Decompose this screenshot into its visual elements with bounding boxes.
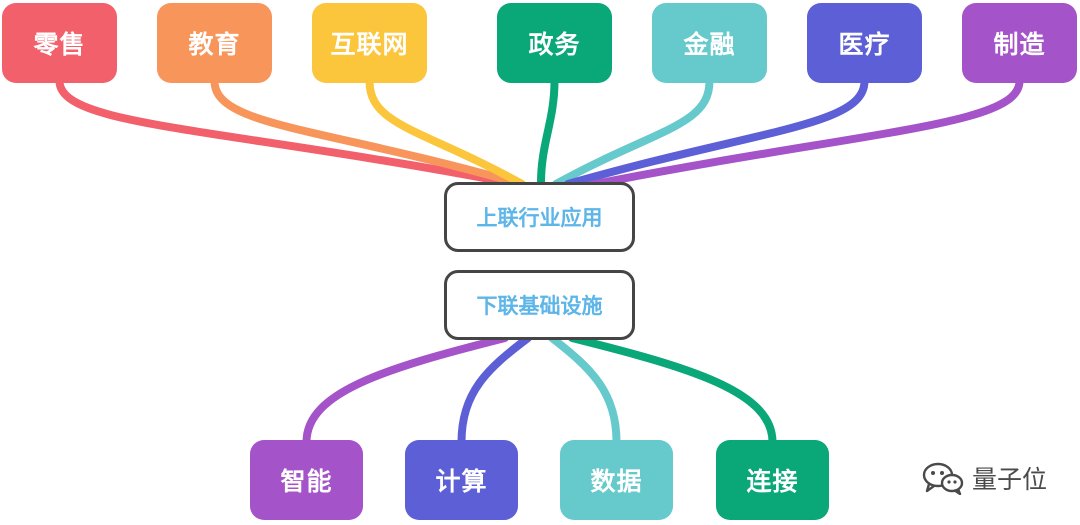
watermark: 量子位 <box>922 458 1047 498</box>
industry-label: 金融 <box>683 30 736 59</box>
industry-label: 医疗 <box>838 30 891 59</box>
industry-label: 零售 <box>33 30 86 59</box>
connector-data <box>548 334 621 446</box>
industry-label: 互联网 <box>330 30 409 59</box>
connector-healthcare <box>564 77 869 188</box>
connector-retail <box>55 77 509 186</box>
hub-bottom-label: 下联基础设施 <box>476 294 603 318</box>
hub-top: 上联行业应用 <box>444 182 635 252</box>
infra-label: 连接 <box>746 467 799 496</box>
industry-label: 政务 <box>528 30 581 59</box>
hub-bottom: 下联基础设施 <box>444 270 635 340</box>
connector-finance <box>552 77 714 188</box>
industry-label: 教育 <box>188 30 241 59</box>
industry-retail: 零售 <box>2 3 117 83</box>
infra-label: 智能 <box>280 467 333 496</box>
industry-label: 制造 <box>993 30 1046 59</box>
industry-education: 教育 <box>157 3 272 83</box>
infra-label: 计算 <box>435 467 488 496</box>
connector-computing <box>457 334 532 446</box>
industry-internet: 互联网 <box>312 3 427 83</box>
infra-label: 数据 <box>590 467 643 496</box>
connector-education <box>210 77 518 186</box>
connector-connectivity <box>568 334 777 446</box>
hub-top-label: 上联行业应用 <box>476 206 603 230</box>
infra-intelligence: 智能 <box>250 440 363 520</box>
infra-computing: 计算 <box>405 440 518 520</box>
connector-government <box>537 77 559 187</box>
connector-manufacturing <box>586 77 1024 189</box>
wechat-icon <box>922 462 964 495</box>
industry-healthcare: 医疗 <box>807 3 922 83</box>
industry-finance: 金融 <box>652 3 767 83</box>
infra-connectivity: 连接 <box>716 440 829 520</box>
industry-government: 政务 <box>497 3 612 83</box>
connector-intelligence <box>302 334 509 446</box>
industry-manufacturing: 制造 <box>962 3 1077 83</box>
infra-data: 数据 <box>560 440 673 520</box>
connector-internet <box>365 77 526 188</box>
watermark-text: 量子位 <box>972 465 1048 494</box>
